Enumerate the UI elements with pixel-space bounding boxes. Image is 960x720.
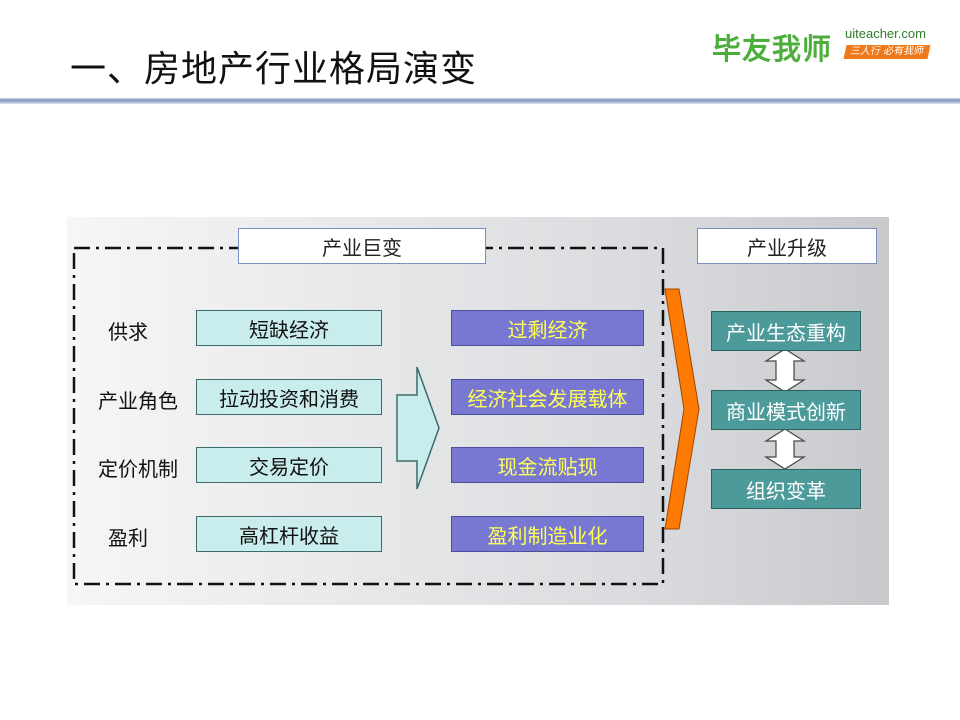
logo-domain: uiteacher.com	[845, 26, 926, 41]
logo-slogan: 三人行 必有我师	[843, 45, 931, 59]
diagram-panel: 产业巨变 产业升级 供求 产业角色 定价机制 盈利 短缺经济 拉动投资和消费 交…	[67, 217, 889, 605]
source-box: 短缺经济	[196, 310, 382, 346]
upgrade-box: 商业模式创新	[711, 390, 861, 430]
source-box: 高杠杆收益	[196, 516, 382, 552]
target-box: 过剩经济	[451, 310, 644, 346]
transform-arrow	[396, 366, 440, 490]
row-label: 定价机制	[98, 457, 178, 481]
page-title: 一、房地产行业格局演变	[70, 49, 478, 90]
upgrade-box: 组织变革	[711, 469, 861, 509]
upgrade-chevron	[664, 288, 700, 530]
upgrade-box: 产业生态重构	[711, 311, 861, 351]
target-box: 盈利制造业化	[451, 516, 644, 552]
row-label: 供求	[108, 320, 148, 344]
section-upgrade-header: 产业升级	[697, 228, 877, 264]
double-arrow-2	[763, 428, 807, 470]
source-box: 交易定价	[196, 447, 382, 483]
target-box: 现金流贴现	[451, 447, 644, 483]
row-label: 产业角色	[98, 389, 178, 413]
source-box: 拉动投资和消费	[196, 379, 382, 415]
section-change-header: 产业巨变	[238, 228, 486, 264]
double-arrow-1	[763, 348, 807, 393]
target-box: 经济社会发展载体	[451, 379, 644, 415]
brand-logo: 毕友我师 uiteacher.com 三人行 必有我师	[712, 26, 932, 66]
row-label: 盈利	[108, 526, 148, 550]
logo-name: 毕友我师	[712, 32, 833, 66]
header-divider	[0, 98, 960, 104]
